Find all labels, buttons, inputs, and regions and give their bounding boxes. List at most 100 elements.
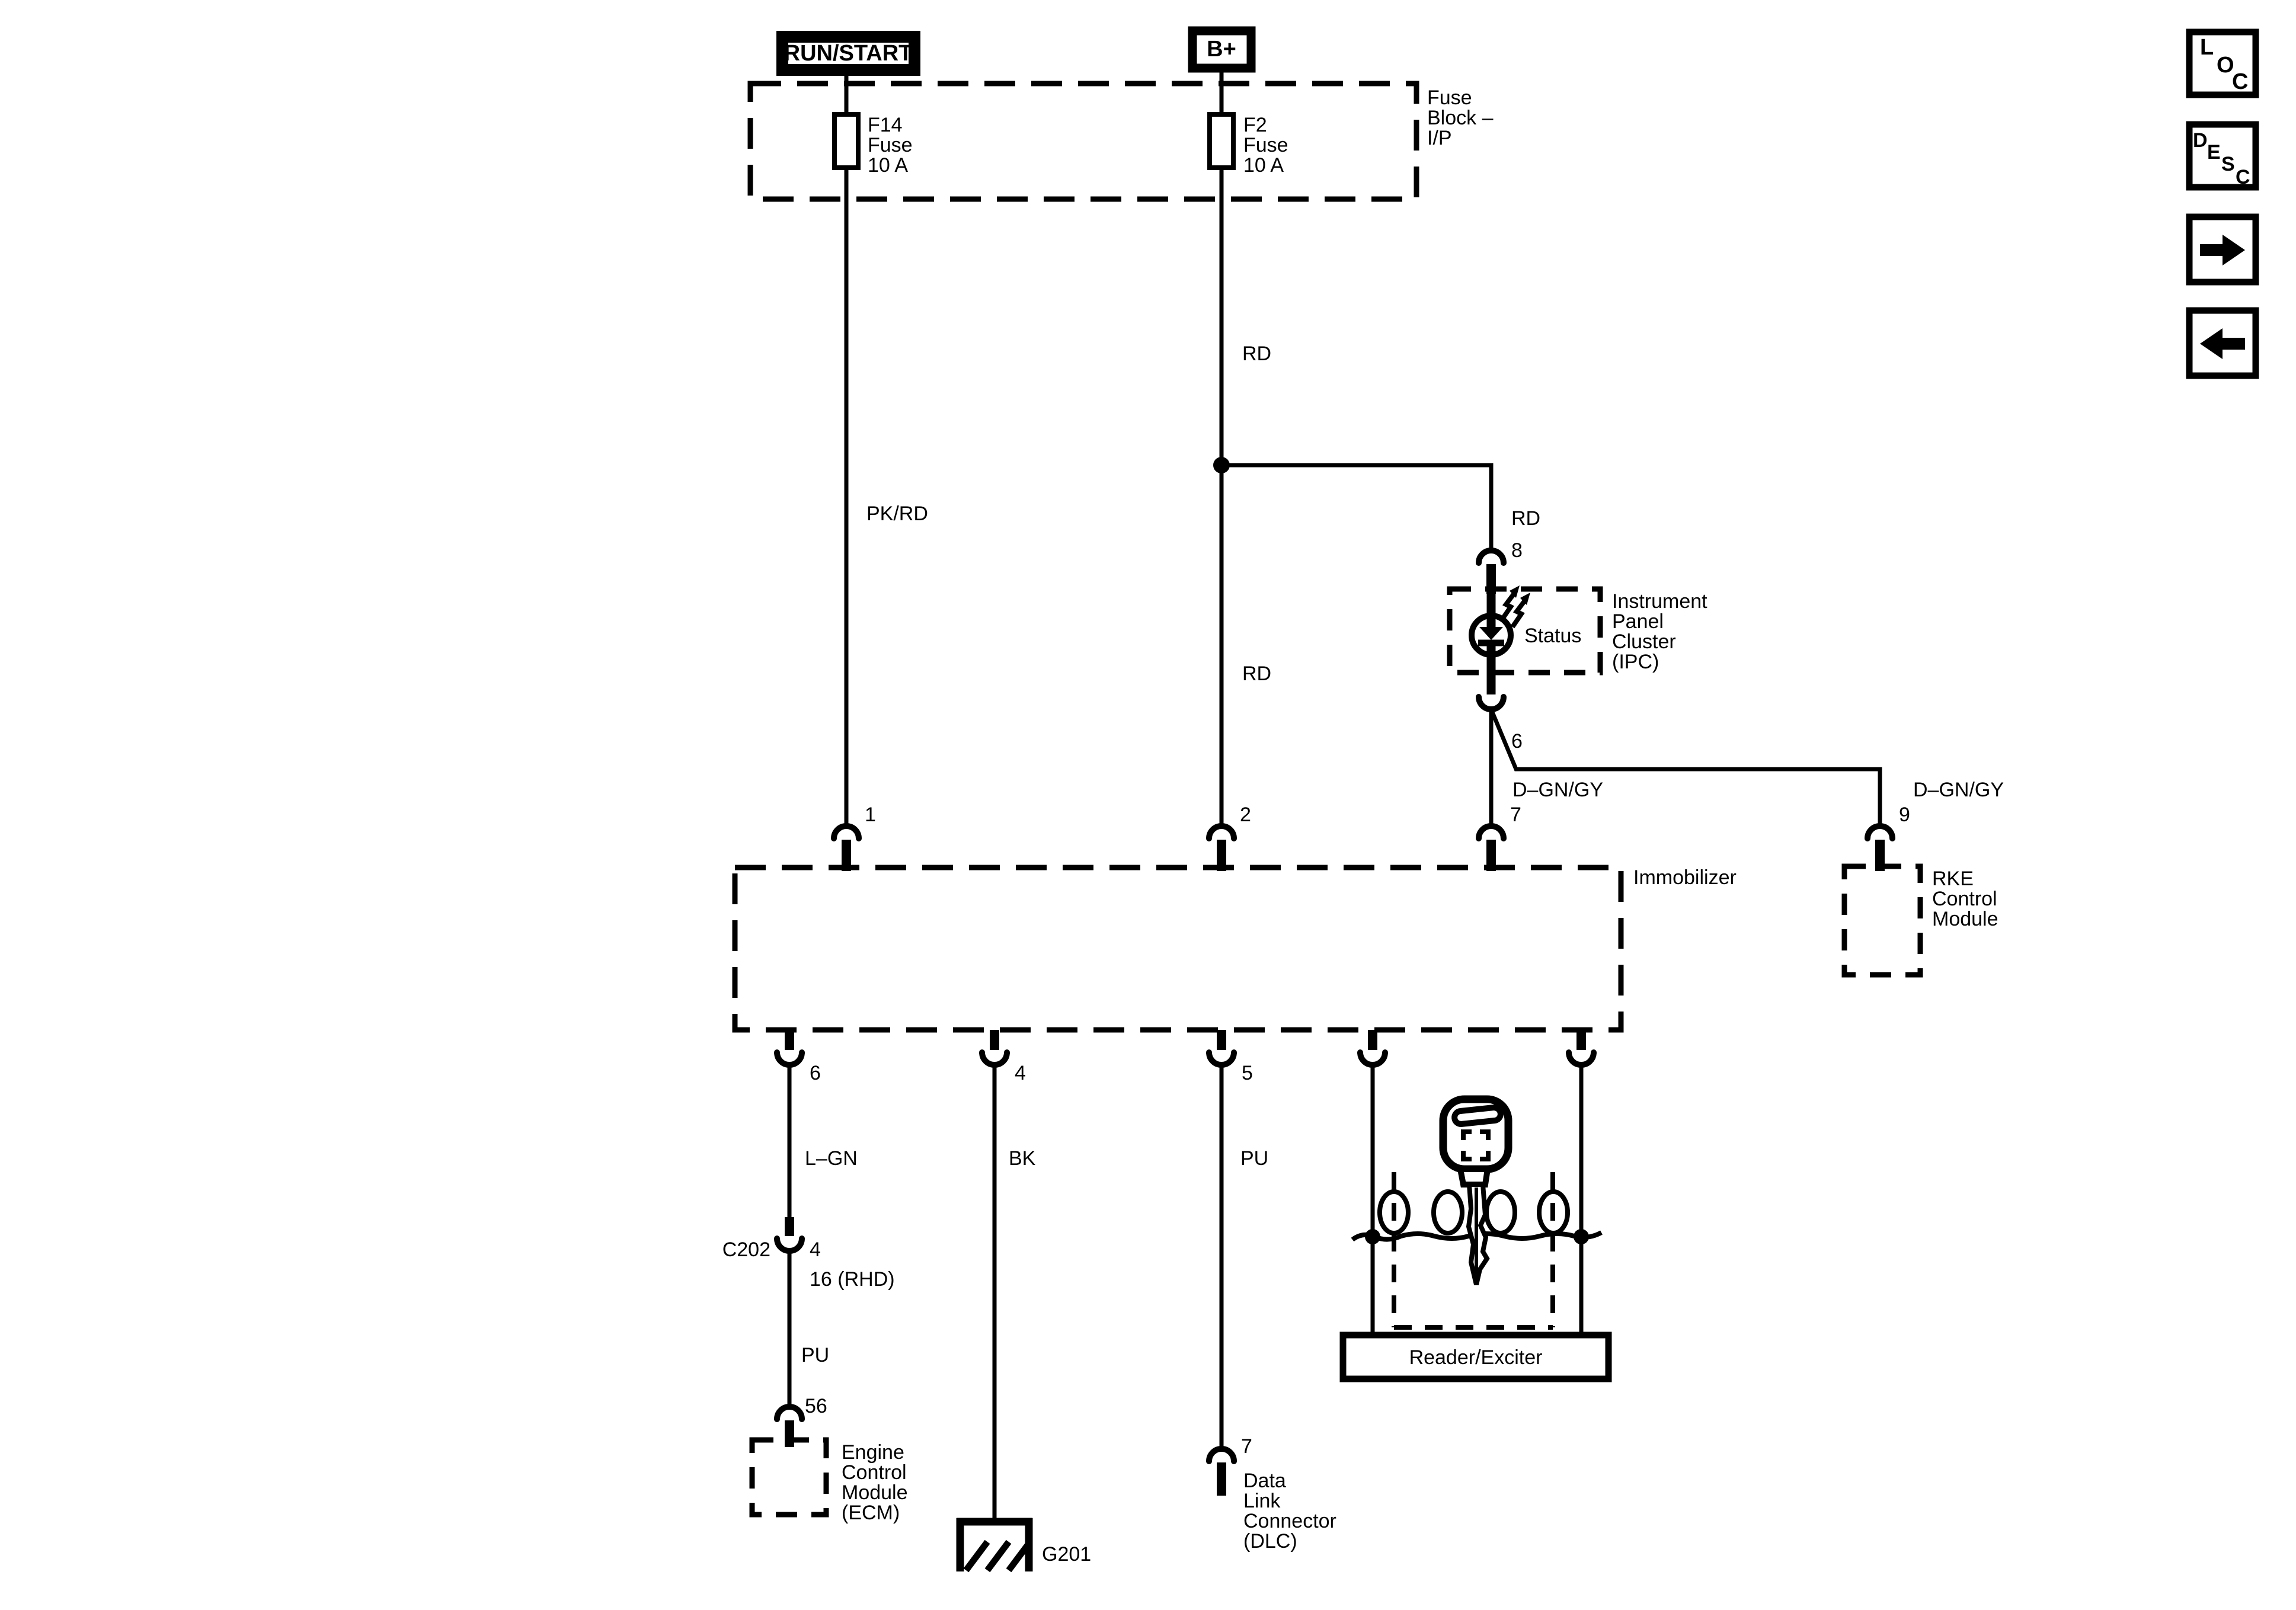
pin-number-7: 7 [1510, 804, 1521, 826]
c202-connector: C202 4 16 (RHD) [722, 1217, 895, 1291]
connector-arc-reader-right [1566, 1049, 1597, 1068]
ipc-box [1447, 586, 1603, 676]
engine-control-module: 56 Engine Control Module (ECM) [749, 1395, 908, 1524]
nav-desc-letter-4: C [2236, 166, 2250, 188]
ground-hatching [963, 1539, 1033, 1573]
c202-arc [774, 1235, 805, 1254]
pin-number-9: 9 [1899, 804, 1910, 826]
connector-arc-pin-5 [1206, 1049, 1237, 1068]
wire-label-bk: BK [1009, 1147, 1036, 1170]
pin-number-2: 2 [1240, 804, 1251, 826]
reader-exciter: Reader/Exciter [1339, 1095, 1612, 1382]
nav-loc-button[interactable]: L O C [2186, 28, 2259, 98]
junction-dot-coil-right [1574, 1229, 1589, 1244]
connector-arc-dlc [1206, 1446, 1237, 1464]
reader-exciter-label: Reader/Exciter [1409, 1346, 1543, 1369]
wire-label-rd-lower: RD [1242, 662, 1271, 685]
connector-arc-pin-7 [1476, 823, 1507, 841]
connector-arc-pin-1 [831, 823, 862, 841]
rke-label-1: RKE [1932, 868, 1974, 890]
fuse-block-ip: Fuse Block – I/P F14 Fuse 10 A F2 Fuse 1… [747, 81, 1494, 202]
nav-back-button[interactable] [2186, 307, 2259, 379]
ecm-label-2: Control [842, 1461, 907, 1484]
wire-label-l-gn: L–GN [805, 1147, 858, 1170]
connector-arc-pin-6-ipc [1476, 694, 1507, 712]
led-lightning-icon [1499, 585, 1530, 629]
nav-desc-letter-2: E [2207, 141, 2221, 164]
c202-pin: 4 [810, 1238, 821, 1261]
rke-box [1841, 863, 1923, 978]
instrument-panel-cluster: 8 Instrument Panel Cluster (IPC) Status [1447, 539, 1707, 753]
nav-desc-box[interactable] [2186, 121, 2259, 191]
fuse-f14-rating: 10 A [868, 154, 908, 177]
fuse-f2-name: F2 [1243, 114, 1267, 136]
connector-arc-pin-9 [1865, 823, 1895, 841]
pin-number-1: 1 [865, 804, 876, 826]
ipc-label-1: Instrument [1612, 590, 1707, 613]
fuse-f14: F14 Fuse 10 A [832, 112, 913, 177]
ecm-pin-56: 56 [805, 1395, 827, 1417]
immobilizer-box [732, 865, 1624, 1033]
nav-loc-letter-1: L [2200, 35, 2214, 60]
wire-label-pu-ecm: PU [801, 1344, 829, 1366]
nav-forward-button[interactable] [2186, 213, 2259, 286]
battery-label: B+ [1207, 37, 1236, 62]
pin-number-6: 6 [810, 1062, 821, 1084]
fuse-block-label-1: Fuse [1427, 87, 1472, 109]
rke-control-module: 9 RKE Control Module [1841, 804, 1998, 978]
c202-name: C202 [722, 1238, 770, 1261]
wire-label-rd-upper: RD [1242, 343, 1271, 365]
ecm-box [749, 1437, 829, 1518]
key-chip-dashes [1461, 1129, 1491, 1161]
connector-arc-pin-8 [1476, 548, 1507, 566]
nav-desc-letter-3: S [2221, 153, 2235, 175]
nav-desc-button[interactable]: D E S C [2186, 121, 2259, 191]
ecm-label-1: Engine [842, 1441, 904, 1464]
dlc-label-1: Data [1243, 1470, 1286, 1492]
pin-number-5: 5 [1242, 1062, 1253, 1084]
rke-label-2: Control [1932, 888, 1997, 910]
fuse-block-label-2: Block – [1427, 107, 1494, 129]
wire-label-pk-rd: PK/RD [866, 502, 928, 525]
exciter-coil-icon [1351, 1189, 1603, 1242]
wire-label-pu-dlc: PU [1240, 1147, 1268, 1170]
pin-number-4: 4 [1015, 1062, 1026, 1084]
connector-arc-pin-4 [979, 1049, 1010, 1068]
ipc-pin-8: 8 [1511, 539, 1523, 562]
ipc-label-4: (IPC) [1612, 651, 1659, 673]
immobilizer-label: Immobilizer [1633, 866, 1737, 889]
fuse-f2: F2 Fuse 10 A [1207, 112, 1288, 177]
connector-arc-reader-left [1357, 1049, 1388, 1068]
ipc-label-3: Cluster [1612, 630, 1676, 653]
connector-arc-pin-6 [774, 1049, 805, 1068]
wire-dgn-gy-right [1489, 708, 1882, 824]
reader-exciter-box [1339, 1331, 1612, 1382]
arrow-right-icon [2200, 235, 2245, 265]
ipc-label-2: Panel [1612, 610, 1664, 633]
nav-loc-letter-2: O [2217, 53, 2234, 78]
ground-label: G201 [1042, 1543, 1091, 1566]
nav-loc-box[interactable] [2186, 28, 2259, 98]
ground-g201: G201 [956, 1518, 1091, 1573]
ecm-label-4: (ECM) [842, 1502, 900, 1524]
wire-label-dgn-gy-left: D–GN/GY [1512, 779, 1603, 801]
fuse-f14-name: F14 [868, 114, 903, 136]
status-led-label: Status [1524, 625, 1581, 647]
run-start-label: RUN/START [784, 41, 913, 66]
status-led-icon: Status [1469, 585, 1581, 694]
fuse-f14-symbol [832, 112, 861, 170]
wire-rd-branch [1221, 463, 1494, 549]
junction-dot-coil-left [1365, 1229, 1380, 1244]
run-start-source: RUN/START [776, 31, 920, 76]
c202-pin-rhd: 16 (RHD) [810, 1268, 895, 1291]
fuse-f2-rating: 10 A [1243, 154, 1284, 177]
fuse-f14-type: Fuse [868, 134, 913, 156]
arrow-left-icon [2200, 328, 2245, 359]
ipc-pin-6: 6 [1511, 730, 1523, 753]
fuse-f2-type: Fuse [1243, 134, 1288, 156]
dlc-label-3: Connector [1243, 1510, 1336, 1532]
immobilizer-module: Immobilizer 1 2 7 6 4 5 [732, 804, 1737, 1084]
connector-arc-pin-2 [1206, 823, 1237, 841]
